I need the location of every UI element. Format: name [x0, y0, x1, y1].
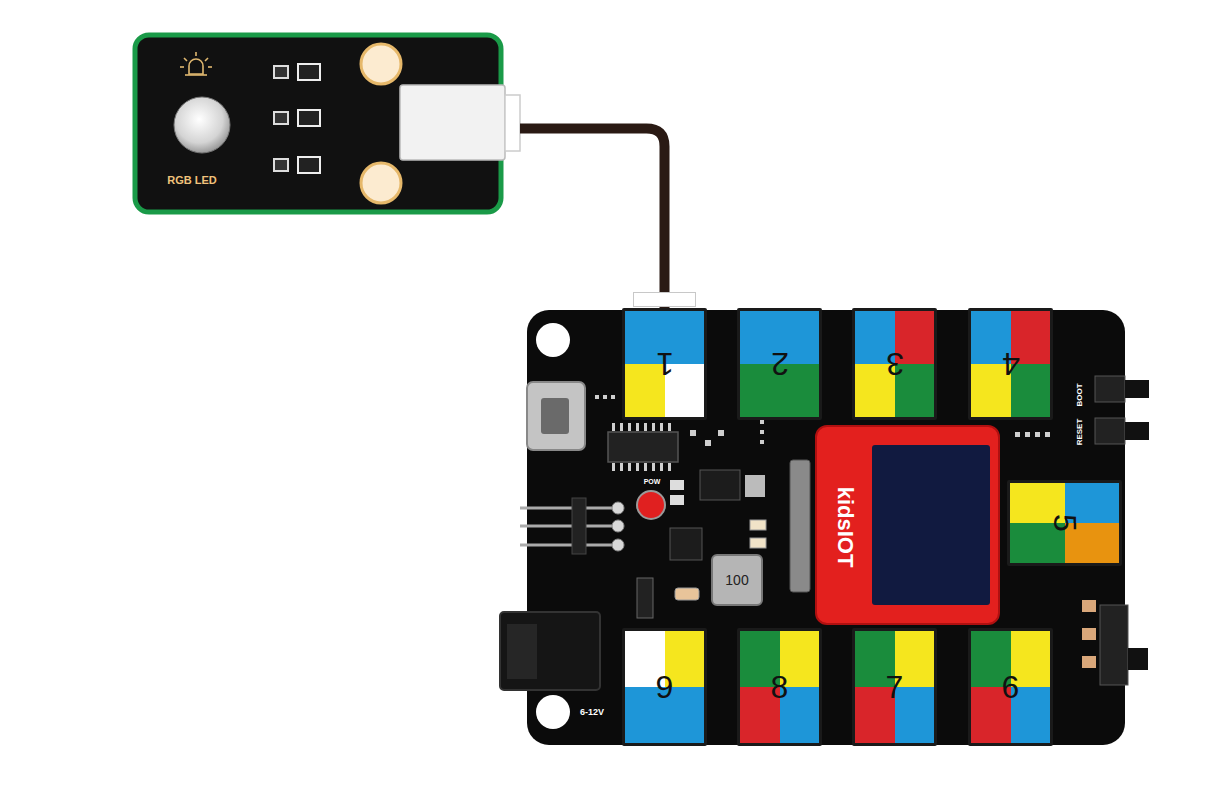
port-socket: 3 — [852, 308, 937, 420]
pin-header — [520, 498, 624, 554]
inductor — [712, 555, 762, 605]
port-number: 2 — [771, 348, 789, 380]
oled-screen — [872, 445, 990, 605]
port-socket: 8 — [737, 628, 822, 746]
component-value: 100 — [725, 573, 748, 587]
usb-c-port — [527, 382, 585, 450]
regulator — [700, 470, 740, 500]
lamp-icon — [180, 52, 212, 75]
voltage-label: 6-12V — [580, 708, 604, 717]
cable-plug — [633, 292, 696, 307]
chip — [608, 432, 678, 462]
chip — [670, 528, 702, 560]
port-number: 6 — [1002, 671, 1020, 703]
cable — [520, 128, 665, 308]
pin-label: POW — [644, 478, 661, 485]
port-socket: 2 — [737, 308, 822, 420]
port-socket: 1 — [622, 308, 707, 420]
module-label: RGB LED — [167, 175, 217, 186]
mount-hole — [361, 163, 401, 203]
port-number: 4 — [1002, 348, 1020, 380]
led-module-pcb — [135, 35, 520, 212]
dc-jack — [500, 612, 600, 690]
port-socket: 6 — [968, 628, 1053, 746]
port-socket: 9 — [622, 628, 707, 746]
port-number: 9 — [656, 671, 674, 703]
button-label: RESET — [1076, 419, 1084, 446]
controller-board: POW BOOT RESET 6-12V 1 2 3 4 kidsIOT 5 9 8 7 6 — [527, 310, 1125, 745]
ribbon-socket — [790, 460, 810, 592]
brand-name: kidsIOT — [834, 487, 856, 568]
mount-hole — [361, 44, 401, 84]
slide-switch — [1082, 600, 1148, 685]
port-number: 5 — [1049, 514, 1081, 532]
led-lens — [174, 97, 230, 153]
cable-socket — [400, 85, 505, 160]
port-number: 8 — [771, 671, 789, 703]
port-number: 1 — [656, 348, 674, 380]
port-number: 3 — [886, 348, 904, 380]
power-led — [637, 491, 665, 519]
port-socket: 5 — [1007, 480, 1122, 566]
port-number: 7 — [886, 671, 904, 703]
button-label: BOOT — [1076, 383, 1084, 406]
display-module: kidsIOT — [815, 425, 1000, 625]
port-socket: 4 — [968, 308, 1053, 420]
cable-plug — [505, 95, 520, 151]
port-socket: 7 — [852, 628, 937, 746]
rgb-led-module: RGB LED — [133, 33, 520, 213]
resistors — [274, 64, 320, 173]
